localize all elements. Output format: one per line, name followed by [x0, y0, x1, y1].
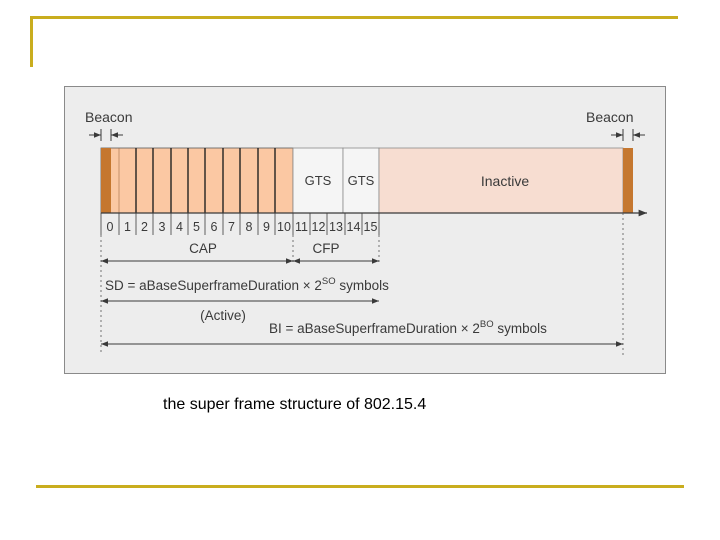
active-label: (Active) — [200, 308, 246, 323]
slot-number: 8 — [246, 220, 253, 234]
inactive-period — [378, 147, 624, 214]
slot-number: 13 — [329, 220, 343, 234]
slot-number: 3 — [159, 220, 166, 234]
cap-slots-area — [100, 147, 294, 214]
superframe-figure: Beacon Beacon — [64, 86, 666, 374]
slot-number: 4 — [176, 220, 183, 234]
inactive-label: Inactive — [481, 173, 529, 189]
slot-number: 11 — [295, 220, 308, 234]
sd-formula-main: SD = aBaseSuperframeDuration × 2 — [105, 278, 322, 293]
gts-label-1: GTS — [305, 173, 332, 188]
cap-label: CAP — [189, 241, 217, 256]
slot-number: 5 — [193, 220, 200, 234]
gts-slot-1 — [292, 147, 344, 214]
bottom-accent-line — [36, 485, 684, 488]
slot-number: 1 — [124, 220, 131, 234]
slot-ticks — [100, 213, 380, 235]
bi-formula-main: BI = aBaseSuperframeDuration × 2 — [269, 321, 480, 336]
bi-exponent: BO — [480, 319, 494, 330]
bi-formula: BI = aBaseSuperframeDuration × 2BO symbo… — [269, 319, 547, 336]
slot-number: 6 — [211, 220, 218, 234]
bi-unit: symbols — [494, 321, 548, 336]
left-accent-line — [30, 16, 33, 67]
superframe-bar: GTS GTS Inactive — [100, 147, 633, 214]
beacon-width-markers — [89, 129, 645, 141]
slot-numbers: 0 1 2 3 4 5 6 7 8 9 10 11 12 13 14 15 — [107, 220, 378, 234]
sd-formula: SD = aBaseSuperframeDuration × 2SO symbo… — [105, 276, 389, 293]
slot-number: 12 — [312, 220, 326, 234]
slot-number: 10 — [277, 220, 291, 234]
slot-dividers — [135, 148, 276, 213]
slot-number: 15 — [364, 220, 378, 234]
beacon-right-block — [623, 148, 633, 213]
beacon-left-label: Beacon — [85, 109, 132, 125]
sd-unit: symbols — [336, 278, 390, 293]
slot-number: 7 — [228, 220, 235, 234]
top-accent-line — [30, 16, 678, 19]
figure-caption: the super frame structure of 802.15.4 — [163, 396, 427, 413]
gts-label-2: GTS — [348, 173, 375, 188]
cfp-label: CFP — [313, 241, 340, 256]
slot-number: 9 — [263, 220, 270, 234]
slot-number: 0 — [107, 220, 114, 234]
beacon-right-label: Beacon — [586, 109, 633, 125]
slot-number: 14 — [347, 220, 361, 234]
superframe-diagram: Beacon Beacon — [85, 109, 647, 355]
slot-number: 2 — [141, 220, 148, 234]
beacon-left-block — [101, 148, 111, 213]
sd-exponent: SO — [322, 276, 336, 287]
